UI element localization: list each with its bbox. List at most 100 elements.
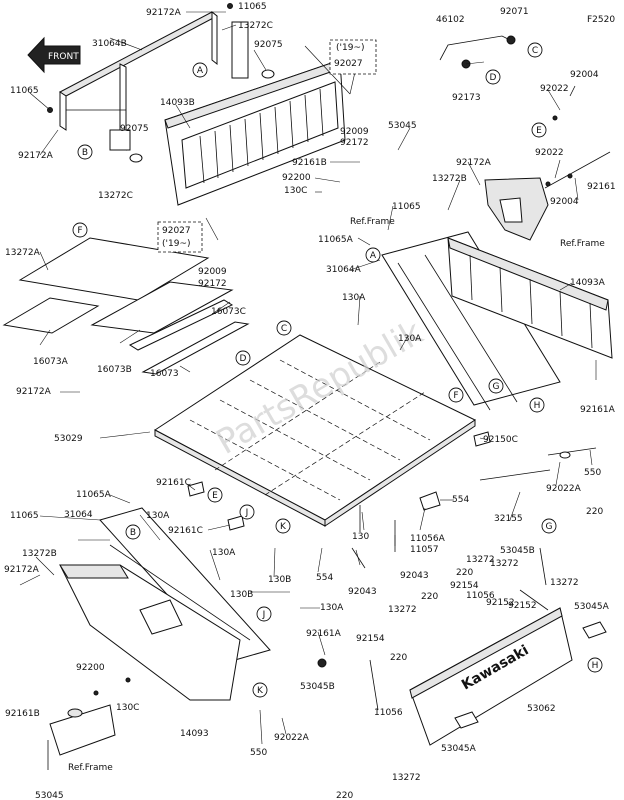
svg-text:130A: 130A [212, 548, 236, 558]
svg-text:92172A: 92172A [18, 151, 54, 161]
callout-e-2: E [207, 487, 223, 503]
svg-text:92161: 92161 [587, 182, 616, 192]
svg-text:C: C [532, 46, 538, 56]
svg-text:13272A: 13272A [5, 248, 41, 258]
svg-text:G: G [546, 522, 553, 532]
svg-text:K: K [280, 522, 287, 532]
svg-text:Ref.Frame: Ref.Frame [560, 239, 605, 249]
svg-text:11065: 11065 [10, 511, 39, 521]
svg-text:14093A: 14093A [570, 278, 606, 288]
tailgate-rod-assembly [439, 35, 611, 189]
svg-text:92075: 92075 [120, 124, 149, 134]
callout-c-2: C [276, 320, 292, 336]
svg-text:92161A: 92161A [306, 629, 342, 639]
callout-b-1: B [77, 144, 93, 160]
svg-text:554: 554 [452, 495, 469, 505]
svg-text:130C: 130C [116, 703, 139, 713]
svg-text:92161A: 92161A [580, 405, 616, 415]
svg-text:11056: 11056 [466, 591, 495, 601]
svg-text:J: J [262, 610, 266, 620]
svg-text:130: 130 [352, 532, 369, 542]
svg-text:13272: 13272 [490, 559, 519, 569]
part-labels: 92172A 11065 13272C 31064B 92075 11065 9… [4, 2, 616, 800]
svg-text:550: 550 [250, 748, 267, 758]
svg-text:16073: 16073 [150, 369, 179, 379]
svg-text:92161C: 92161C [168, 526, 203, 536]
svg-text:130B: 130B [230, 590, 253, 600]
upper-rail-assembly [47, 3, 275, 163]
bed-hardware [187, 431, 597, 569]
svg-text:92173: 92173 [452, 93, 481, 103]
svg-text:130A: 130A [146, 511, 170, 521]
front-label: FRONT [48, 52, 79, 62]
svg-text:92027: 92027 [334, 59, 363, 69]
svg-text:11065: 11065 [238, 2, 267, 12]
right-side-rail [381, 231, 561, 411]
svg-text:11065A: 11065A [318, 235, 354, 245]
svg-text:B: B [130, 528, 136, 538]
callout-f-2: F [448, 387, 464, 403]
svg-text:11065: 11065 [10, 86, 39, 96]
callout-d-2: D [235, 350, 251, 366]
svg-text:92172A: 92172A [146, 8, 182, 18]
svg-text:32155: 32155 [494, 514, 523, 524]
svg-text:E: E [212, 491, 218, 501]
callout-g-2: G [541, 518, 557, 534]
callout-k-1: K [275, 518, 291, 534]
floor-mats [2, 237, 250, 375]
svg-text:92161B: 92161B [5, 709, 40, 719]
callout-h-1: H [529, 397, 545, 413]
svg-text:92022: 92022 [540, 84, 569, 94]
svg-text:13272B: 13272B [432, 174, 467, 184]
callout-b-2: B [125, 524, 141, 540]
svg-text:130A: 130A [320, 603, 344, 613]
svg-text:46102: 46102 [436, 15, 465, 25]
svg-text:130A: 130A [398, 334, 422, 344]
svg-text:53062: 53062 [527, 704, 556, 714]
svg-text:92172A: 92172A [4, 565, 40, 575]
svg-text:G: G [493, 382, 500, 392]
svg-text:92154: 92154 [450, 581, 479, 591]
svg-text:11056A: 11056A [410, 534, 446, 544]
svg-text:92172: 92172 [198, 279, 227, 289]
callout-h-2: H [587, 657, 603, 673]
svg-text:14093B: 14093B [160, 98, 195, 108]
svg-text:16073B: 16073B [97, 365, 132, 375]
svg-text:11057: 11057 [410, 545, 439, 555]
leader-lines [19, 11, 597, 745]
svg-text:11065: 11065 [392, 202, 421, 212]
svg-text:92154: 92154 [356, 634, 385, 644]
svg-text:220: 220 [421, 592, 438, 602]
svg-text:92172A: 92172A [456, 158, 492, 168]
svg-text:D: D [240, 354, 247, 364]
svg-text:E: E [536, 126, 542, 136]
right-side-panel-14093a [447, 237, 613, 359]
svg-text:('19~): ('19~) [336, 43, 365, 53]
svg-text:F: F [77, 226, 82, 236]
svg-text:B: B [82, 148, 88, 158]
svg-text:F: F [453, 391, 458, 401]
front-panel-14093b [164, 59, 346, 206]
svg-text:92152: 92152 [508, 601, 537, 611]
svg-text:Ref.Frame: Ref.Frame [68, 763, 113, 773]
svg-text:J: J [245, 508, 249, 518]
svg-text:C: C [281, 324, 287, 334]
callout-a-1: A [192, 62, 208, 78]
svg-text:31064B: 31064B [92, 39, 127, 49]
hinge-bracket [484, 177, 549, 241]
svg-text:13272: 13272 [388, 605, 417, 615]
callout-j-1: J [239, 504, 255, 520]
svg-text:92172A: 92172A [16, 387, 52, 397]
svg-text:130C: 130C [284, 186, 307, 196]
svg-text:220: 220 [336, 791, 353, 800]
svg-text:92043: 92043 [348, 587, 377, 597]
front-arrow: FRONT [27, 36, 81, 74]
svg-text:A: A [370, 251, 377, 261]
svg-text:K: K [257, 686, 264, 696]
callout-g-1: G [488, 378, 504, 394]
svg-text:92022: 92022 [535, 148, 564, 158]
svg-text:Ref.Frame: Ref.Frame [350, 217, 395, 227]
tailgate-53062: Kawasaki [369, 547, 607, 746]
svg-text:550: 550 [584, 468, 601, 478]
